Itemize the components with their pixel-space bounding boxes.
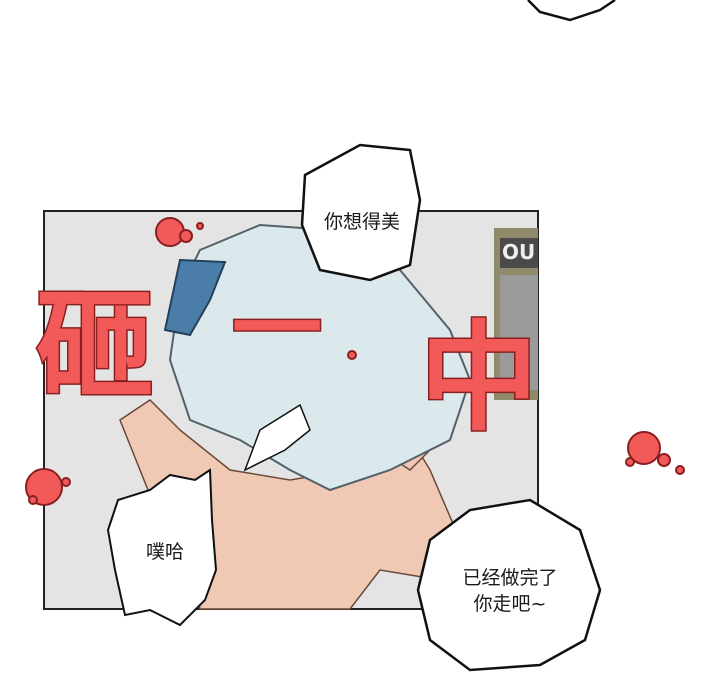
poster-image (500, 275, 538, 390)
partial-speech-bubble (527, 0, 616, 22)
speech-bubble-top (300, 143, 422, 282)
speech-text-right-line2: 你走吧~ (473, 592, 547, 615)
speech-text-left: 噗哈 (145, 541, 184, 563)
impact-flash (243, 403, 311, 472)
speech-text-right-line1: 已经做完了 (462, 567, 558, 589)
sound-effect-char-2: 一 (231, 276, 324, 384)
sound-effect-char-3: 中 (418, 308, 539, 449)
speech-text-right: 已经做完了 你走吧~ (430, 566, 590, 617)
speech-bubble-right (416, 498, 602, 672)
speech-bubble-left (106, 468, 218, 627)
jeans (163, 258, 227, 337)
speech-text-top: 你想得美 (323, 211, 400, 233)
poster-header (500, 238, 538, 268)
sound-effect-char-1: 砸 (34, 276, 155, 417)
decorative-circles (25, 217, 685, 506)
background-sign-text: OU (502, 240, 536, 264)
